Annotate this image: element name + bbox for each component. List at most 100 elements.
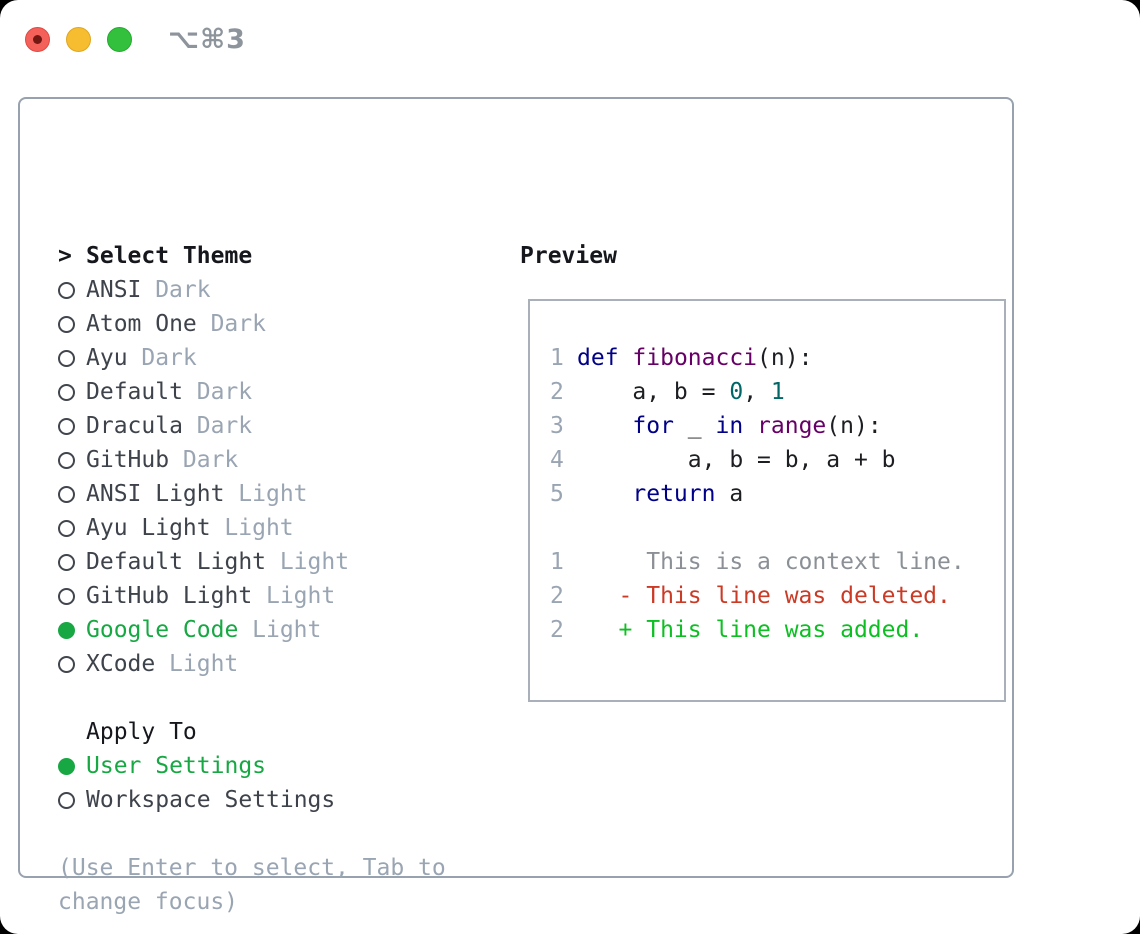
titlebar: ⌥⌘3: [0, 0, 1140, 78]
code-segment: _: [673, 413, 716, 439]
blank-line: [550, 511, 1004, 545]
minimize-button-icon[interactable]: [66, 27, 91, 52]
theme-variant-label: Light: [224, 515, 294, 541]
code-segment: (n):: [757, 345, 813, 371]
code-segment: def: [577, 345, 619, 371]
theme-option[interactable]: ANSI Dark: [58, 273, 498, 307]
prompt-icon: >: [58, 243, 72, 269]
keyboard-shortcut-label: ⌥⌘3: [168, 24, 246, 55]
theme-option[interactable]: Ayu Light Light: [58, 511, 498, 545]
preview-title: Preview: [520, 243, 617, 269]
code-segment: range: [757, 413, 827, 439]
line-number: 2: [550, 379, 564, 405]
radio-icon: [58, 383, 75, 401]
code-line: 3 for _ in range(n):: [550, 409, 1004, 443]
code-segment: (n):: [826, 413, 882, 439]
theme-name-label: Google Code: [86, 617, 239, 643]
theme-name-label: GitHub: [86, 447, 170, 473]
radio-selected-icon: [58, 757, 75, 775]
radio-marker: [58, 485, 86, 503]
theme-variant-label: Light: [169, 651, 239, 677]
close-dot-icon: [33, 35, 42, 44]
theme-variant-label: Light: [265, 583, 336, 609]
select-theme-title: Select Theme: [86, 243, 253, 269]
theme-name-label: ANSI Light: [86, 481, 225, 507]
theme-option[interactable]: Dracula Dark: [58, 409, 498, 443]
code-segment: a: [715, 481, 744, 507]
radio-marker: [58, 655, 86, 673]
radio-icon: [58, 417, 75, 435]
radio-marker: [58, 757, 86, 775]
diff-line-context: 1 This is a context line.: [550, 545, 1004, 579]
code-line: 2 a, b = 0, 1: [550, 375, 1004, 409]
code-segment: 1: [770, 379, 785, 405]
radio-icon: [58, 791, 75, 809]
theme-option[interactable]: XCode Light: [58, 647, 498, 681]
diff-line-deleted: 2 - This line was deleted.: [550, 579, 1004, 613]
theme-name-label: Ayu: [86, 345, 128, 371]
code-segment: [577, 481, 632, 507]
select-theme-header: > Select Theme: [58, 239, 498, 273]
apply-to-title: Apply To: [86, 719, 197, 745]
theme-option[interactable]: ANSI Light Light: [58, 477, 498, 511]
close-button-icon[interactable]: [25, 27, 50, 52]
theme-name-label: Ayu Light: [86, 515, 211, 541]
theme-option[interactable]: Google Code Light: [58, 613, 498, 647]
radio-icon: [58, 349, 75, 367]
code-segment: fibonacci: [632, 345, 758, 371]
line-number: 4: [550, 447, 564, 473]
diff-text: - This line was deleted.: [577, 583, 951, 609]
radio-marker: [58, 791, 86, 809]
radio-marker: [58, 519, 86, 537]
code-segment: [619, 345, 633, 371]
theme-variant-label: Light: [238, 481, 308, 507]
radio-selected-icon: [58, 621, 75, 639]
theme-variant-label: Dark: [155, 277, 211, 303]
theme-variant-label: Light: [252, 617, 322, 643]
theme-name-label: ANSI: [86, 277, 142, 303]
code-segment: a, b = b, a + b: [577, 447, 896, 473]
theme-name-label: Dracula: [86, 413, 183, 439]
radio-marker: [58, 417, 86, 435]
code-segment: return: [632, 481, 716, 507]
radio-icon: [58, 281, 75, 299]
radio-marker: [58, 621, 86, 639]
radio-marker: [58, 587, 86, 605]
theme-variant-label: Dark: [210, 311, 266, 337]
line-number: 2: [550, 617, 564, 643]
apply-to-header: Apply To: [58, 715, 498, 749]
apply-to-option[interactable]: Workspace Settings: [58, 783, 498, 817]
line-number: 1: [550, 345, 564, 371]
code-segment: in: [715, 413, 744, 439]
theme-variant-label: Dark: [196, 413, 253, 439]
code-segment: a, b =: [577, 379, 730, 405]
help-text-line-2: change focus): [58, 889, 239, 915]
apply-to-option[interactable]: User Settings: [58, 749, 498, 783]
radio-marker: [58, 451, 86, 469]
code-segment: [743, 413, 757, 439]
apply-to-option-label: Workspace Settings: [86, 787, 336, 813]
theme-name-label: XCode: [86, 651, 156, 677]
theme-name-label: Default: [86, 379, 183, 405]
code-segment: [577, 413, 632, 439]
apply-to-option-label: User Settings: [86, 753, 267, 779]
code-line: 5 return a: [550, 477, 1004, 511]
line-number: 5: [550, 481, 564, 507]
radio-marker: [58, 281, 86, 299]
zoom-button-icon[interactable]: [107, 27, 132, 52]
radio-icon: [58, 485, 75, 503]
diff-text: + This line was added.: [577, 617, 924, 643]
spacer-row: [58, 817, 498, 851]
line-number: 2: [550, 583, 564, 609]
